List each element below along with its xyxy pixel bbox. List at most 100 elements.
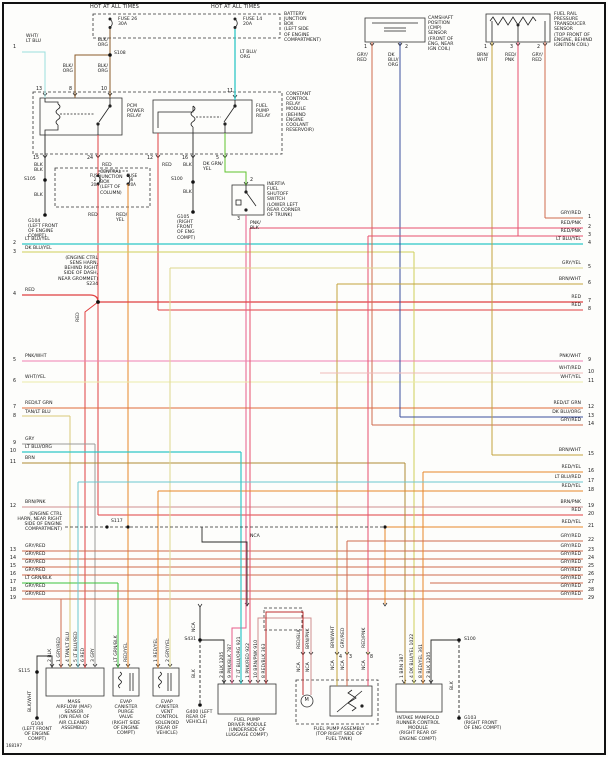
red-label: RED <box>88 213 98 218</box>
frp-wire2-label: GRY/ RED <box>532 53 543 64</box>
g105-label: G105 (RIGHT FRONT OF ENG COMPT) <box>177 215 196 241</box>
s108-label: S108 <box>114 51 126 56</box>
right-wire-label: PNK/WHT <box>559 354 581 359</box>
right-wire-num: 3 <box>588 233 592 238</box>
wire-brn-pnk-bridge <box>257 617 312 695</box>
right-wire-num: 16 <box>588 469 595 474</box>
wire5-dk-grn-yel-label: DK GRN/ YEL <box>203 162 223 173</box>
right-wire-num: 4 <box>588 241 592 246</box>
left-wire-label: GRY/RED <box>25 560 46 565</box>
inertia-switch-symbol <box>245 185 257 207</box>
diagram-id: 168197 <box>6 743 22 748</box>
frp-sensor-label: FUEL RAIL PRESSURE TRANSDUCER SENSOR (TO… <box>554 12 593 48</box>
splice-dots <box>35 53 461 720</box>
wire-gry-yel <box>169 267 583 668</box>
blk-label-a: BLK <box>34 168 43 173</box>
maf-pin-label: 2 BLK <box>48 648 53 662</box>
g400-label: G400 (LEFT REAR OF VEHICLE) <box>186 710 213 726</box>
ground-g400 <box>198 703 202 707</box>
wire-frp-gry-red <box>544 42 583 219</box>
left-wire-label: GRY/RED <box>25 584 46 589</box>
inertia-switch-label: INERTIA FUEL SHUTOFF SWITCH (LOWER LEFT … <box>267 182 301 218</box>
cjb-label: CENTRAL JUNCTION BOX (LEFT OF COLUMN) <box>100 170 123 196</box>
right-wire-num: 18 <box>588 488 595 493</box>
pin15-label: 15 <box>33 156 40 161</box>
left-wire-label: GRY/RED <box>25 592 46 597</box>
s117-note: (ENGINE CTRL HARN, NEAR RIGHT SIDE OF EN… <box>17 512 62 533</box>
right-wire-label: WHT/YEL <box>560 375 581 380</box>
fuel-pump-relay-box <box>152 99 253 134</box>
pcm-power-relay-box <box>39 97 123 136</box>
purge-pin-label: RED/YEL <box>124 642 129 662</box>
blk-label-b: BLK <box>34 193 43 198</box>
cmp-wire2-label: DK BLU/ ORG <box>388 53 399 69</box>
wire-red-yel-imrc <box>422 471 583 684</box>
splice-s117-a <box>105 525 109 529</box>
pin5-label: 5 <box>216 156 220 161</box>
frp-wire1-label: BRN/ WHT <box>477 53 489 64</box>
fpa-wire-label: BRN/WHT <box>331 625 336 648</box>
ground-g105 <box>191 210 195 214</box>
vent-pin-label: 1 RED/YEL <box>154 638 159 662</box>
wire-dk-blu-yel-row <box>22 251 415 684</box>
right-wire-label: BRN/WHT <box>558 448 581 453</box>
vent-solenoid-label: EVAP CANISTER VENT CONTROL SOLENOID (REA… <box>155 700 179 736</box>
right-wire-label: BRN/WHT <box>558 277 581 282</box>
fpdm-pin-label: 8 RED/BLK 363 <box>262 643 267 678</box>
component-outlines <box>32 13 551 725</box>
right-wire-label: GRY/RED <box>560 576 581 581</box>
fpa-wire-label: GRY/RED <box>341 627 346 648</box>
left-wire-label: GRY/RED <box>25 544 46 549</box>
right-wire-label: GRY/YEL <box>561 261 581 266</box>
imrc-pin-label: 4 DK BLU/YEL 1022 <box>410 633 415 678</box>
wire16-blk-label: BLK <box>183 163 192 168</box>
right-wire-label: RED/PNK <box>560 221 581 226</box>
wire-brn <box>22 462 406 684</box>
purge-pin-label: LT GRN/BLK <box>114 635 119 662</box>
wire24-red-label: RED <box>102 163 112 168</box>
pcm-relay-coil <box>44 98 61 135</box>
inertia-switch-box <box>231 184 265 216</box>
fp-relay-coil <box>157 105 196 133</box>
inertia-pin2-label: 2 <box>250 178 254 183</box>
left-wire-num: 10 <box>9 449 16 454</box>
left-wire-num: 3 <box>12 250 16 255</box>
wire15-blk-label: BLK <box>34 163 43 168</box>
wire-dk-grn-yel <box>224 133 247 185</box>
cmp-pin1-label: 1 <box>364 45 368 50</box>
right-wire-num: 23 <box>588 548 595 553</box>
right-wire-label: GRY/RED <box>560 544 581 549</box>
right-wire-num: 29 <box>588 596 595 601</box>
blk-wht-label: BLK/WHT <box>28 690 33 712</box>
wire-maf-ground <box>36 655 53 718</box>
purge-solenoid-symbol <box>118 671 134 691</box>
left-wire-num: 6 <box>12 379 16 384</box>
right-wire-num: 5 <box>588 265 592 270</box>
right-wire-label: RED/YEL <box>561 484 581 489</box>
pin11-label: 11 <box>227 89 234 94</box>
hot-at-all-times-left: HOT AT ALL TIMES <box>90 4 139 10</box>
pcm-relay-label: PCM POWER RELAY <box>127 104 145 120</box>
fpdm-pin-label: 1 PNK/RED 922 <box>246 642 251 678</box>
purge-valve-label: EVAP CANISTER PURGE VALVE (RIGHT SIDE OF… <box>111 700 141 736</box>
right-wire-label: GRY/RED <box>560 584 581 589</box>
s117-label: S117 <box>111 519 123 524</box>
wire-blk-org <box>74 29 111 98</box>
right-wire-num: 9 <box>588 358 592 363</box>
fpdm-pin-label: 10 BRN/PNK 910 <box>254 639 259 678</box>
right-wire-label: GRY/RED <box>560 534 581 539</box>
wires <box>22 29 583 695</box>
imrc-pin-label: 8 RED/YEL 361 <box>419 643 424 678</box>
wire-cmp-gry-red <box>371 42 583 426</box>
blk-org-label-b: BLK/ ORG <box>62 64 73 75</box>
red-yel-label: RED/ YEL <box>116 213 128 224</box>
maf-sensor-box <box>45 667 105 697</box>
purge-valve-box <box>112 667 140 697</box>
right-wire-num: 19 <box>588 504 595 509</box>
pin-chevrons <box>42 42 548 684</box>
left-wire-num: 14 <box>9 556 16 561</box>
wire-lt-blu-red <box>77 481 583 668</box>
g104-mid-label: G104 (LEFT FRONT OF ENGINE COMPT) <box>28 219 58 240</box>
s105-label: S105 <box>24 177 36 182</box>
